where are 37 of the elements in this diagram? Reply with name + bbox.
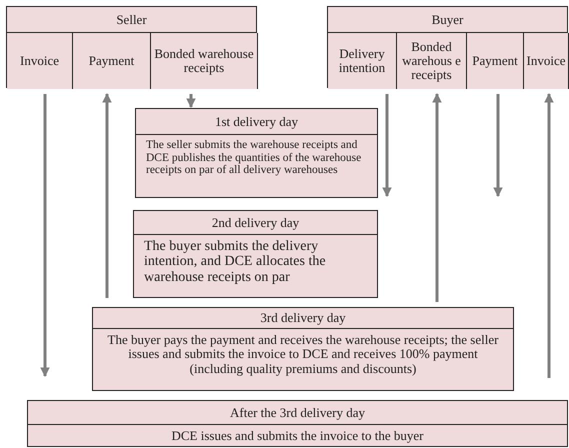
arrow — [186, 94, 196, 108]
process-box — [327, 6, 568, 88]
box-heading: Seller — [116, 10, 147, 29]
box-heading: 3rd delivery day — [260, 309, 346, 328]
box-heading: 2nd delivery day — [212, 214, 300, 232]
table-cell — [467, 33, 524, 89]
cell-label: Payment — [88, 54, 136, 68]
cell-label: Payment — [471, 54, 519, 68]
box-heading: Buyer — [432, 10, 464, 29]
description-text: The buyer submits the delivery intention, and DCE allocates the warehouse receipts on par — [144, 239, 327, 286]
table-cell — [151, 33, 258, 89]
cell-label: Delivery intention — [338, 47, 386, 75]
arrow — [493, 94, 503, 197]
process-box — [6, 6, 257, 88]
table-cell — [397, 33, 467, 89]
arrow — [432, 93, 442, 302]
cell-label: Bonded warehous e receipts — [401, 40, 462, 82]
cell-label: Bonded warehouse receipts — [153, 47, 255, 75]
process-box — [133, 210, 378, 298]
process-box — [92, 307, 514, 391]
description-text: DCE issues and submits the invoice to the buyer — [171, 429, 424, 444]
table-cell — [7, 33, 73, 89]
cell-label: Invoice — [526, 54, 566, 68]
arrow — [40, 94, 50, 377]
box-heading: 1st delivery day — [214, 112, 298, 131]
arrow — [544, 93, 554, 378]
arrow — [102, 93, 112, 298]
table-cell — [328, 33, 397, 89]
table-cell — [73, 33, 151, 89]
description-text: The buyer pays the payment and receives the warehouse receipts; the seller issues and submits the invoice to DCE and receives 100% payment (including quality premiums and discounts) — [106, 333, 500, 376]
description-text: The seller submits the warehouse receipts and DCE publishes the quantities of the warehouse receipts on par of all delivery warehouses — [146, 139, 362, 177]
table-cell — [524, 33, 569, 89]
box-heading: After the 3rd delivery day — [230, 404, 365, 422]
process-box — [27, 400, 568, 447]
cell-label: Invoice — [19, 54, 60, 68]
arrow — [382, 94, 392, 197]
process-box — [135, 108, 378, 198]
